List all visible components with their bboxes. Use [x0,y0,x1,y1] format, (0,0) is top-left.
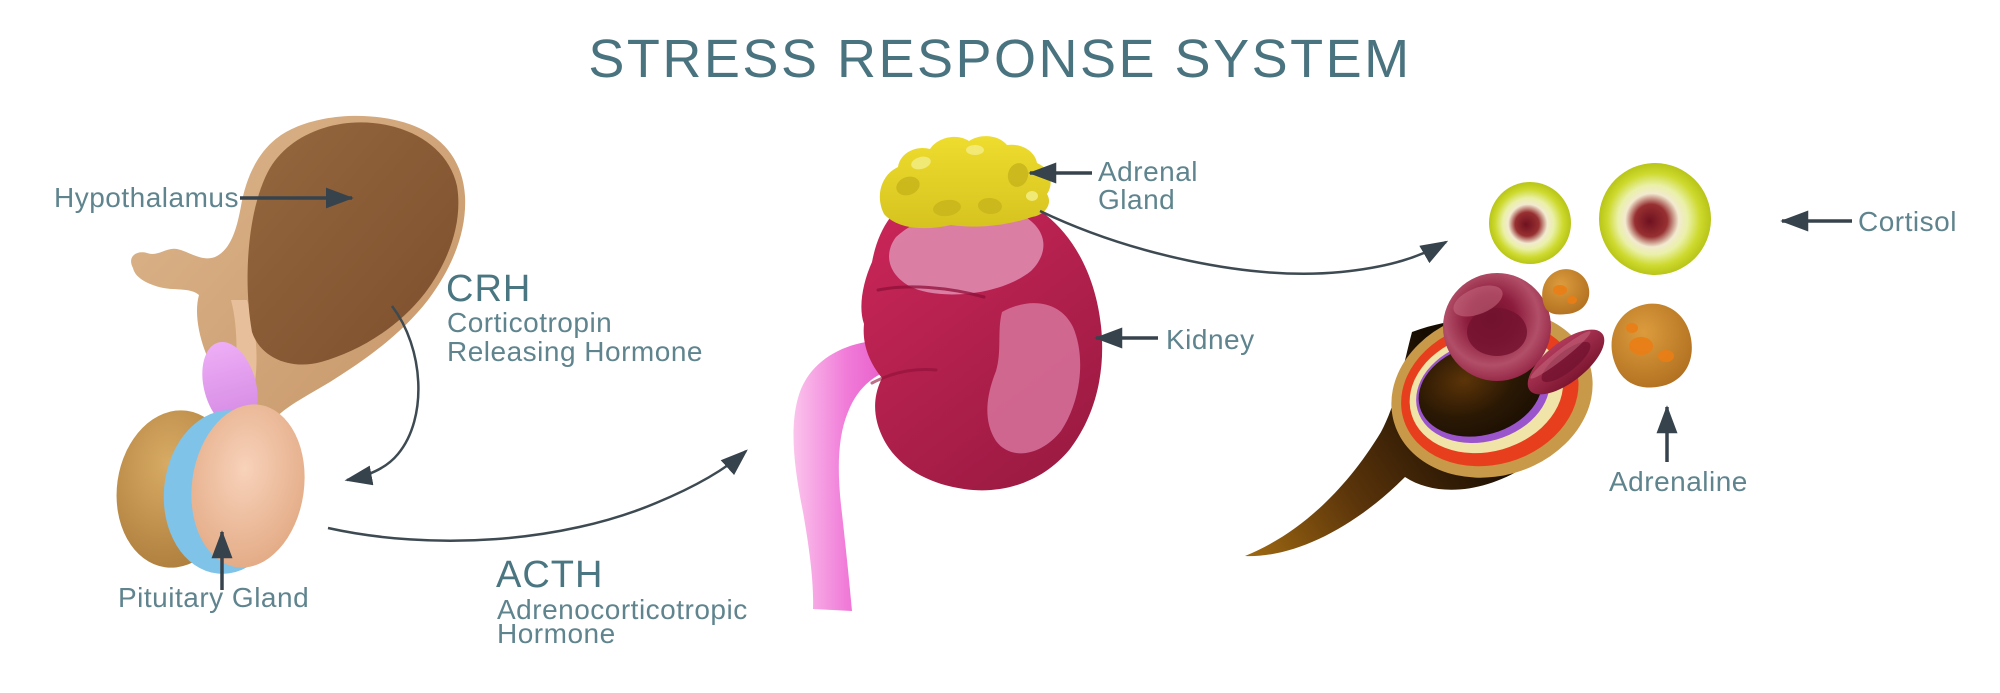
pituitary-anterior-lobe [191,404,305,568]
arrows [211,162,1852,590]
adrenaline-molecule-small [1542,269,1590,315]
red-blood-cell-large [1443,273,1551,381]
hypothalamus-label: Hypothalamus [54,182,239,213]
hypothalamus-shape [247,122,459,365]
crh-full-name-line1: Corticotropin [447,307,613,338]
ureter-shape [793,342,892,611]
adrenaline-label: Adrenaline [1609,466,1748,497]
kidney-crease-lower [870,368,938,385]
acth-full-name-line2: Hormone [497,618,616,649]
crh-full-name-line2: Releasing Hormone [447,336,703,367]
adrenal-gland-shape [879,136,1051,229]
crh-abbr-label: CRH [446,268,532,310]
cortisol-molecule-large [1599,163,1711,275]
red-blood-cell-small [1527,329,1605,395]
kidney-label: Kidney [1166,324,1255,355]
adrenal-gland-label-line1: Adrenal [1098,156,1199,187]
crh-flow-arrow [344,305,420,486]
page-title: STRESS RESPONSE SYSTEM [588,29,1412,89]
adrenal-gland-label-line2: Gland [1098,184,1176,215]
hypothalamus-pituitary-illustration [116,115,466,574]
hormone-release-flow-arrow [1039,209,1449,275]
acth-full-name-line1: Adrenocorticotropic [497,594,748,625]
kidney-highlight-top [889,206,1044,295]
acth-flow-arrow [327,449,748,542]
cortisol-label: Cortisol [1858,206,1957,237]
blood-vessel-illustration [1245,163,1711,557]
cortisol-molecule-small [1489,182,1571,264]
kidney-crease-upper [876,285,986,299]
pituitary-gland-label: Pituitary Gland [118,582,310,613]
acth-abbr-label: ACTH [496,554,604,596]
adrenaline-molecule-large [1611,303,1692,388]
kidney-illustration [793,136,1103,611]
kidney-highlight-right [987,303,1081,454]
